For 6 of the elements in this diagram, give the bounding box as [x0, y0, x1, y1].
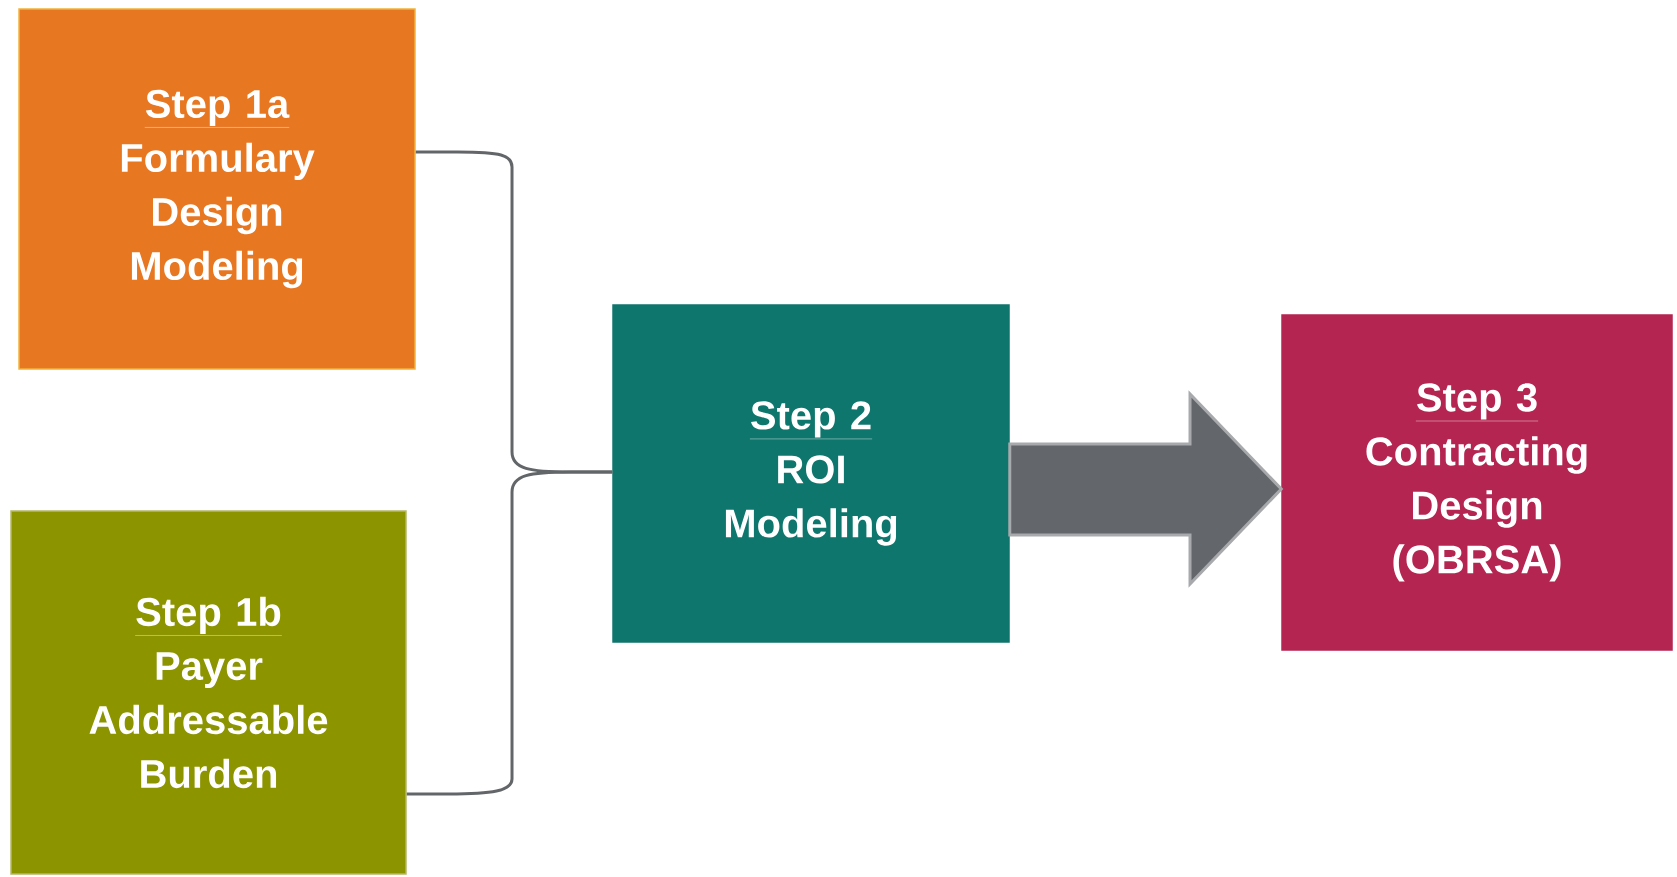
process-box: Step 1b Payer Addressable Burden: [10, 510, 407, 875]
block-arrow: [1008, 390, 1284, 588]
brace: [406, 470, 613, 796]
process-box: Step 3 Contracting Design (OBRSA): [1281, 314, 1673, 651]
process-box: Step 2 ROI Modeling: [612, 304, 1010, 643]
process-box: Step 1a Formulary Design Modeling: [18, 8, 416, 370]
